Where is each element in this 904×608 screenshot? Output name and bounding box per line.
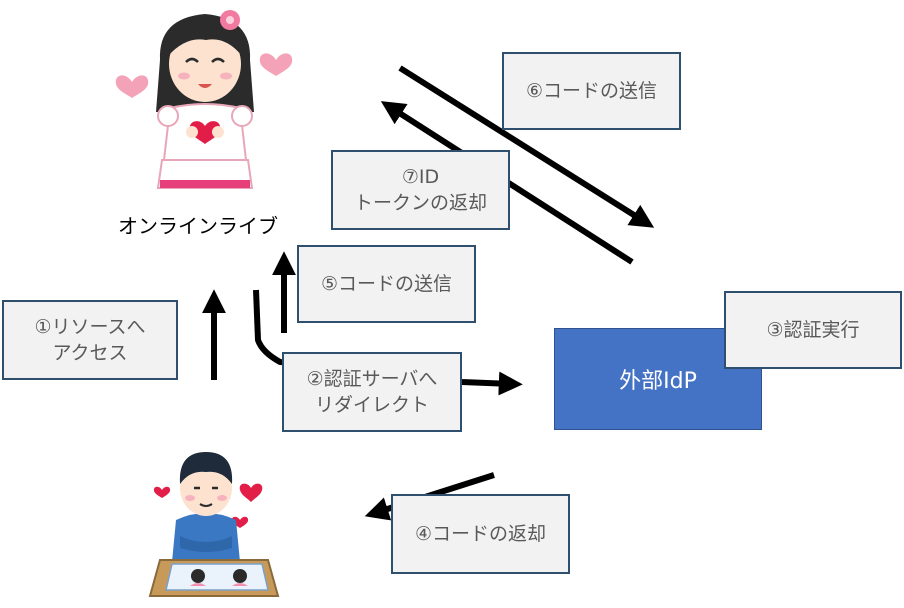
photo-book [165,563,269,591]
step2-line2: リダイレクト [314,394,429,416]
arrow-step2 [253,289,523,396]
step6-box: ⑥コードの送信 [502,52,681,130]
heart-icon [239,483,263,502]
external-idp-label: 外部IdP [619,369,697,394]
idol-illustration [115,10,293,189]
step7-box: ⑦ID トークンの返却 [331,150,510,230]
heart-icon [259,53,293,76]
step1-line1: ①リソースへ [34,316,146,338]
step7-line1: ⑦ID [401,166,440,188]
heart-icon [153,486,171,498]
step3-line1: ③認証実行 [766,319,860,341]
step4-box: ④コードの返却 [391,494,570,574]
step1-line2: アクセス [52,342,128,364]
step5-box: ⑤コードの送信 [297,245,476,323]
step3-box: ③認証実行 [724,291,902,369]
heart-icon [115,75,149,98]
step6-line1: ⑥コードの送信 [525,80,658,102]
service-caption: オンラインライブ [118,214,278,238]
step4-line1: ④コードの返却 [414,523,547,545]
arrow-step7 [380,101,634,265]
step2-box: ②認証サーバへ リダイレクト [282,352,462,432]
step1-box: ①リソースへ アクセス [2,300,178,380]
step2-line1: ②認証サーバへ [306,368,438,390]
step7-line2: トークンの返却 [353,192,487,214]
fan-illustration [148,452,280,597]
arrow-step6 [398,65,655,228]
step5-line1: ⑤コードの送信 [320,273,453,295]
